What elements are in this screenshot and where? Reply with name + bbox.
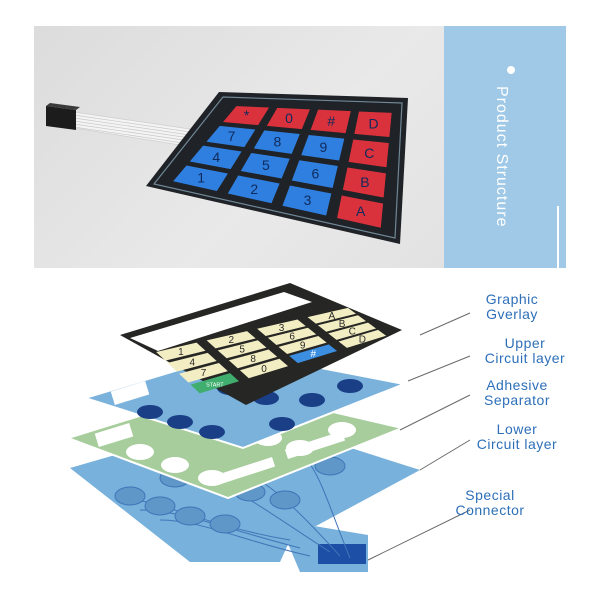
photo-key-label: 9	[319, 139, 327, 155]
overlay-key-label: D	[359, 334, 366, 345]
overlay-key	[239, 358, 289, 379]
label-line: Adhesive	[486, 377, 548, 393]
photo-key	[189, 145, 242, 170]
photo-key	[227, 175, 280, 204]
photo-key-label: 8	[274, 134, 282, 150]
photo-key-label: 5	[262, 157, 270, 173]
overlay-key	[278, 336, 327, 355]
photo-key-label: 4	[212, 149, 220, 165]
label-line: Lower	[496, 421, 538, 437]
overlay-key-label: #	[310, 349, 316, 360]
photo-key	[310, 109, 351, 134]
photo-key-label: 7	[228, 128, 236, 144]
pin-header	[46, 103, 80, 130]
overlay-key	[190, 373, 239, 394]
photo-key	[348, 139, 389, 168]
divider-line	[500, 286, 559, 288]
label-adhesive-separator: Adhesive Separator	[462, 378, 572, 408]
overlay-key-grid: 1 2 3 A 4 5 6 B 7 8 9 C START 0 # D	[156, 307, 387, 394]
side-panel: Product Structure	[444, 26, 566, 288]
overlay-key	[338, 329, 387, 348]
overlay-key-label: 6	[289, 332, 295, 343]
overlay-key-label: B	[339, 319, 346, 330]
photo-key	[354, 111, 392, 138]
overlay-key-label: 7	[201, 368, 207, 379]
label-line: Upper	[504, 335, 546, 351]
photo-key-label: *	[244, 107, 250, 123]
photo-key-label: 1	[197, 170, 205, 186]
label-line: Circuit layer	[476, 436, 558, 452]
overlay-key	[228, 349, 278, 369]
photo-key	[291, 160, 338, 189]
photo-key	[337, 195, 384, 228]
label-line: Connector	[455, 502, 525, 518]
overlay-key	[156, 342, 206, 361]
label-upper-circuit-layer: Upper Circuit layer	[470, 336, 580, 366]
photo-key	[253, 130, 300, 154]
overlay-key-label: A	[329, 311, 336, 322]
layer-stack: 1 2 3 A 4 5 6 B 7 8 9 C START 0 # D	[64, 283, 471, 572]
overlay-key	[217, 340, 267, 359]
overlay-key	[328, 322, 377, 340]
graphic-overlay: 1 2 3 A 4 5 6 B 7 8 9 C START 0 # D	[120, 283, 402, 405]
overlay-key	[289, 344, 338, 364]
label-line: Circuit layer	[484, 350, 566, 366]
photo-key-label: 2	[250, 181, 258, 197]
overlay-key-label: 1	[178, 347, 184, 358]
label-line: Graphic	[485, 291, 539, 307]
label-line: Gverlay	[486, 306, 538, 322]
overlay-key-label: C	[349, 327, 356, 338]
overlay-key	[167, 352, 217, 372]
overlay-key	[307, 307, 356, 324]
overlay-key-label: 8	[250, 354, 256, 365]
photo-key-grid: * 0 # D 7 8 9 C 4 5 6B 1 2 3A	[173, 106, 392, 228]
overlay-key-label: 2	[228, 335, 234, 346]
overlay-key	[257, 319, 306, 336]
divider-line	[557, 206, 559, 288]
overlay-key	[317, 315, 367, 332]
label-lower-circuit-layer: Lower Circuit layer	[462, 422, 572, 452]
photo-key-label: 3	[304, 192, 312, 208]
photo-key-label: #	[327, 113, 335, 129]
overlay-key-label: 5	[239, 345, 245, 356]
exploded-diagram: 1 2 3 A 4 5 6 B 7 8 9 C START 0 # D Graphic Gverlay Upp…	[0, 270, 600, 605]
overlay-key-label: 4	[189, 358, 195, 369]
photo-key	[342, 167, 386, 198]
label-graphic-overlay: Graphic Gverlay	[457, 292, 567, 322]
overlay-key	[206, 331, 256, 349]
label-line: Special	[465, 487, 515, 503]
photo-key-label: A	[356, 203, 366, 219]
overlay-key-label: 0	[261, 364, 267, 375]
photo-key-label: B	[360, 174, 369, 190]
photo-key-label: C	[364, 145, 374, 161]
label-special-connector: Special Connector	[435, 488, 545, 518]
leader-lines	[367, 312, 471, 561]
overlay-key-label: 3	[279, 323, 285, 334]
photo-key	[240, 152, 290, 179]
photo-key	[206, 125, 256, 148]
overlay-key-label: START	[206, 383, 224, 389]
keypad-photo-drawing: * 0 # D 7 8 9 C 4 5 6B 1 2 3A	[46, 92, 408, 244]
photo-key	[223, 106, 270, 126]
overlay-key-label: 9	[300, 340, 306, 351]
photo-key	[301, 134, 345, 161]
photo-key-label: D	[369, 116, 379, 132]
overlay-key	[179, 362, 228, 383]
photo-key-label: 6	[312, 166, 320, 182]
photo-key	[173, 165, 228, 192]
label-line: Separator	[484, 392, 550, 408]
overlay-key	[267, 327, 317, 346]
section-title: Product Structure	[493, 86, 510, 228]
photo-key	[282, 185, 332, 216]
photo-key	[266, 107, 310, 130]
photo-key-label: 0	[285, 110, 293, 126]
bullet-dot	[507, 66, 515, 74]
